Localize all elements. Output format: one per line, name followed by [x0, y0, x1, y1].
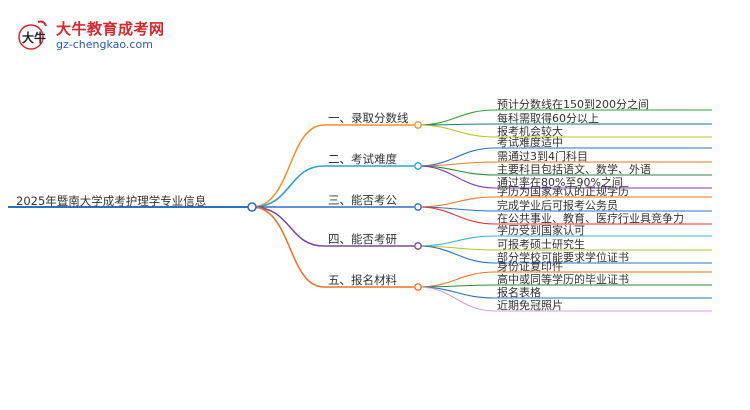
branch-connector	[251, 165, 325, 208]
svg-text:大牛: 大牛	[22, 30, 46, 45]
leaf-connector	[417, 286, 496, 299]
mindmap-root-label: 2025年暨南大学成考护理学专业信息	[16, 194, 207, 208]
leaf-connector	[417, 196, 496, 208]
branch-label: 二、考试难度	[328, 152, 397, 166]
leaf-connector	[417, 147, 496, 167]
logo-url: gz-chengkao.com	[56, 38, 153, 51]
branch-node	[414, 121, 422, 129]
leaf-label: 可报考硕士研究生	[497, 238, 585, 251]
branch-label: 四、能否考研	[328, 232, 397, 246]
leaf-label: 每科需取得60分以上	[497, 112, 599, 125]
leaf-connector	[417, 235, 496, 247]
branch-node	[414, 283, 422, 291]
leaf-connector	[417, 165, 496, 189]
leaf-label: 学历为国家承认的正规学历	[497, 185, 629, 198]
leaf-connector	[417, 206, 496, 225]
branch-connector	[251, 124, 325, 208]
leaf-connector	[417, 124, 496, 138]
ox-logo-icon: 大牛	[18, 20, 47, 50]
leaf-label: 主要科目包括语文、数学、外语	[497, 163, 651, 176]
root-node	[247, 202, 257, 212]
branch-connector	[251, 206, 325, 247]
leaf-label: 完成学业后可报考公务员	[497, 199, 618, 212]
leaf-connector	[417, 245, 496, 264]
leaf-label: 在公共事业、教育、医疗行业具竞争力	[497, 212, 684, 225]
leaf-label: 高中或同等学历的毕业证书	[497, 273, 629, 286]
leaf-label: 通过率在80%至90%之间	[497, 176, 623, 189]
branch-node	[414, 242, 422, 250]
leaf-label: 近期免冠照片	[497, 299, 563, 312]
branch-node	[414, 203, 422, 211]
branch-label: 五、报名材料	[328, 273, 397, 287]
leaf-label: 报考机会较大	[497, 125, 563, 138]
branch-label: 三、能否考公	[328, 193, 397, 207]
branch-connector	[251, 206, 325, 288]
leaf-connector	[417, 286, 496, 312]
logo-title: 大牛教育成考网	[56, 20, 165, 38]
leaf-label: 身份证复印件	[497, 260, 563, 273]
leaf-label: 考试难度适中	[497, 136, 563, 149]
branch-label: 一、录取分数线	[328, 111, 409, 125]
leaf-label: 报名表格	[497, 286, 541, 299]
leaf-label: 部分学校可能要求学位证书	[497, 251, 629, 264]
leaf-label: 需通过3到4门科目	[497, 150, 588, 163]
leaf-connector	[417, 109, 496, 126]
leaf-label: 学历受到国家认可	[497, 224, 585, 237]
leaf-connector	[417, 161, 496, 167]
leaf-label: 预计分数线在150到200分之间	[497, 98, 649, 111]
branch-node	[414, 162, 422, 170]
site-logo[interactable]: 大牛 大牛教育成考网 gz-chengkao.com	[18, 18, 168, 58]
